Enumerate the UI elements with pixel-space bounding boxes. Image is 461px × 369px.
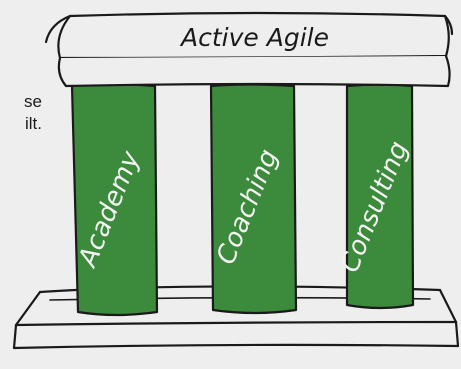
cutoff-text-line-2: ilt. bbox=[25, 114, 42, 133]
roof-label: Active Agile bbox=[179, 23, 329, 52]
temple-roof bbox=[44, 11, 454, 88]
cutoff-text-line-1: se bbox=[24, 92, 42, 111]
